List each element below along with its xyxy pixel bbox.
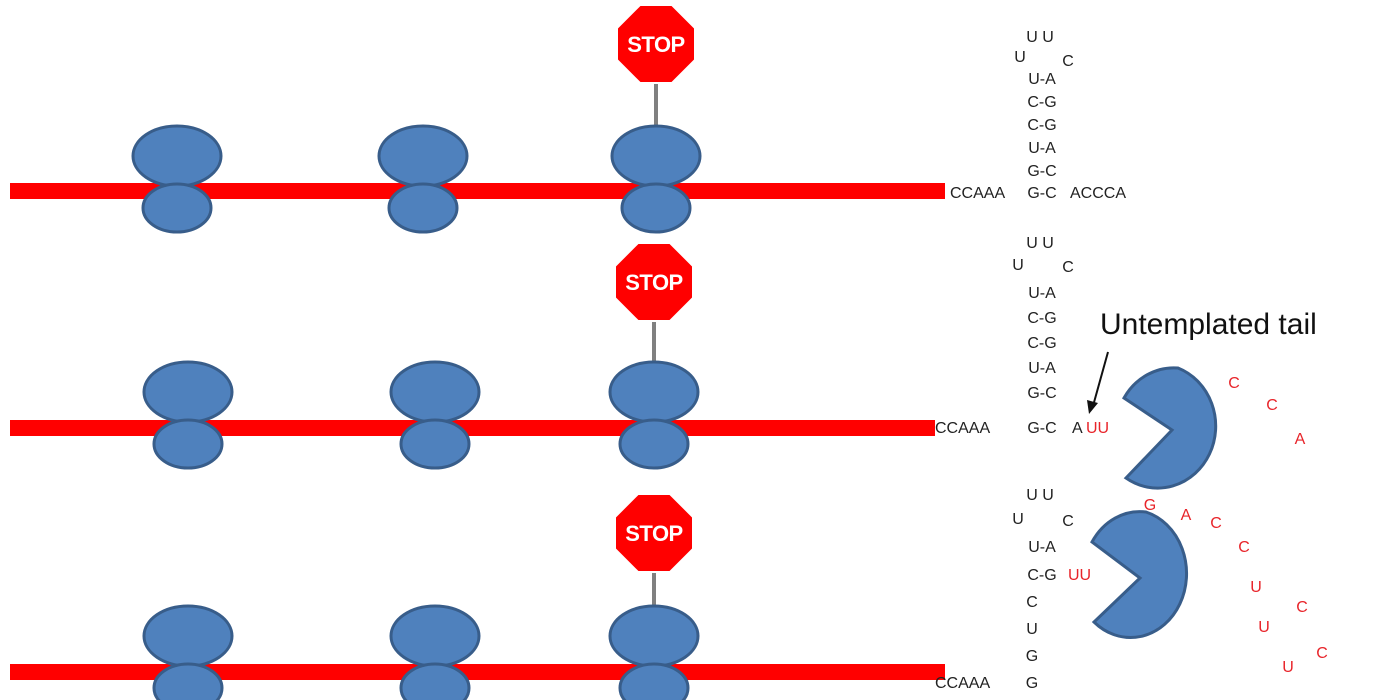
tail-arrow [1087, 351, 1109, 414]
released-nucleotide: C [1296, 599, 1308, 616]
released-nucleotide: C [1238, 539, 1250, 556]
stem-pair: U-A [1028, 360, 1056, 377]
released-nucleotide: A [1181, 507, 1192, 524]
released-nucleotide: A [1295, 431, 1306, 448]
stalled-ribosome [610, 78, 702, 234]
loop-left: U [1012, 257, 1024, 274]
stem-pair: C-G [1027, 335, 1056, 352]
stem-pair: U-A [1028, 140, 1056, 157]
ribosome [142, 604, 234, 700]
stop-sign: STOP [616, 4, 696, 84]
ribosome [377, 124, 469, 234]
single-strand-base: U [1026, 621, 1038, 638]
panel-2: STOP U U U C U-A C-G C-G U-A G-C CCAAA G… [10, 235, 1317, 490]
released-nucleotide: U [1282, 659, 1294, 676]
left-sequence: CCAAA [935, 675, 990, 692]
mrna-strand [10, 664, 945, 680]
mrna-strand [10, 420, 935, 436]
ribosome [142, 360, 234, 470]
panel-1: STOP U U U C U-A C-G C-G U-A G-C CCAAA G… [10, 4, 1126, 234]
base-pair: G-C [1027, 185, 1056, 202]
loop-top: U U [1026, 29, 1054, 46]
single-strand-base: G [1026, 648, 1038, 665]
ribosome [131, 124, 223, 234]
stem-pair: G-C [1027, 385, 1056, 402]
loop-left: U [1014, 49, 1026, 66]
stop-label: STOP [625, 270, 683, 295]
released-nucleotides: C C A [1228, 375, 1305, 448]
stem-pair: G-C [1027, 163, 1056, 180]
loop-top: U U [1026, 487, 1054, 504]
stop-sign: STOP [614, 493, 694, 573]
stalled-ribosome [608, 315, 700, 470]
loop-left: U [1012, 511, 1024, 528]
hairpin: U U U C U-A C-G C-G U-A G-C CCAAA G-C AC… [950, 29, 1126, 202]
stop-label: STOP [627, 32, 685, 57]
left-sequence: CCAAA [950, 185, 1005, 202]
stop-sign: STOP [614, 242, 694, 322]
released-nucleotide: C [1228, 375, 1240, 392]
base-pair: G-C [1027, 420, 1056, 437]
released-nucleotide: U [1258, 619, 1270, 636]
released-nucleotides: G A C C U U C U C [1144, 497, 1328, 676]
right-sequence: A [1072, 420, 1083, 437]
released-nucleotide: C [1316, 645, 1328, 662]
stem-pair: U-A [1028, 539, 1056, 556]
stem-pair: C-G [1027, 117, 1056, 134]
stem-pair: C-G [1027, 567, 1056, 584]
exonuclease [1122, 366, 1218, 490]
stop-label: STOP [625, 521, 683, 546]
ribosome [389, 604, 481, 700]
left-sequence: CCAAA [935, 420, 990, 437]
loop-top: U U [1026, 235, 1054, 252]
panel-3: STOP U U U C U-A C-G UU C U G CCAAA G G … [10, 487, 1328, 700]
base-pair: G [1026, 675, 1038, 692]
untemplated-tail-label: Untemplated tail [1100, 308, 1317, 341]
untemplated-uu: UU [1068, 567, 1091, 584]
right-sequence: ACCCA [1070, 185, 1126, 202]
released-nucleotide: C [1266, 397, 1278, 414]
released-nucleotide: C [1210, 515, 1222, 532]
stem-pair: U-A [1028, 71, 1056, 88]
loop-right: C [1062, 259, 1074, 276]
loop-right: C [1062, 53, 1074, 70]
hairpin: U U U C U-A C-G UU C U G CCAAA G [935, 487, 1091, 692]
stalled-ribosome [608, 562, 700, 700]
single-strand-base: C [1026, 594, 1038, 611]
exonuclease [1090, 510, 1189, 640]
hairpin: U U U C U-A C-G C-G U-A G-C CCAAA G-C A … [935, 235, 1109, 437]
ribosome [389, 360, 481, 470]
loop-right: C [1062, 513, 1074, 530]
stem-pair: C-G [1027, 94, 1056, 111]
untemplated-uu: UU [1086, 420, 1109, 437]
released-nucleotide: U [1250, 579, 1262, 596]
released-nucleotide: G [1144, 497, 1156, 514]
stem-pair: C-G [1027, 310, 1056, 327]
stem-pair: U-A [1028, 285, 1056, 302]
mrna-strand [10, 183, 945, 199]
